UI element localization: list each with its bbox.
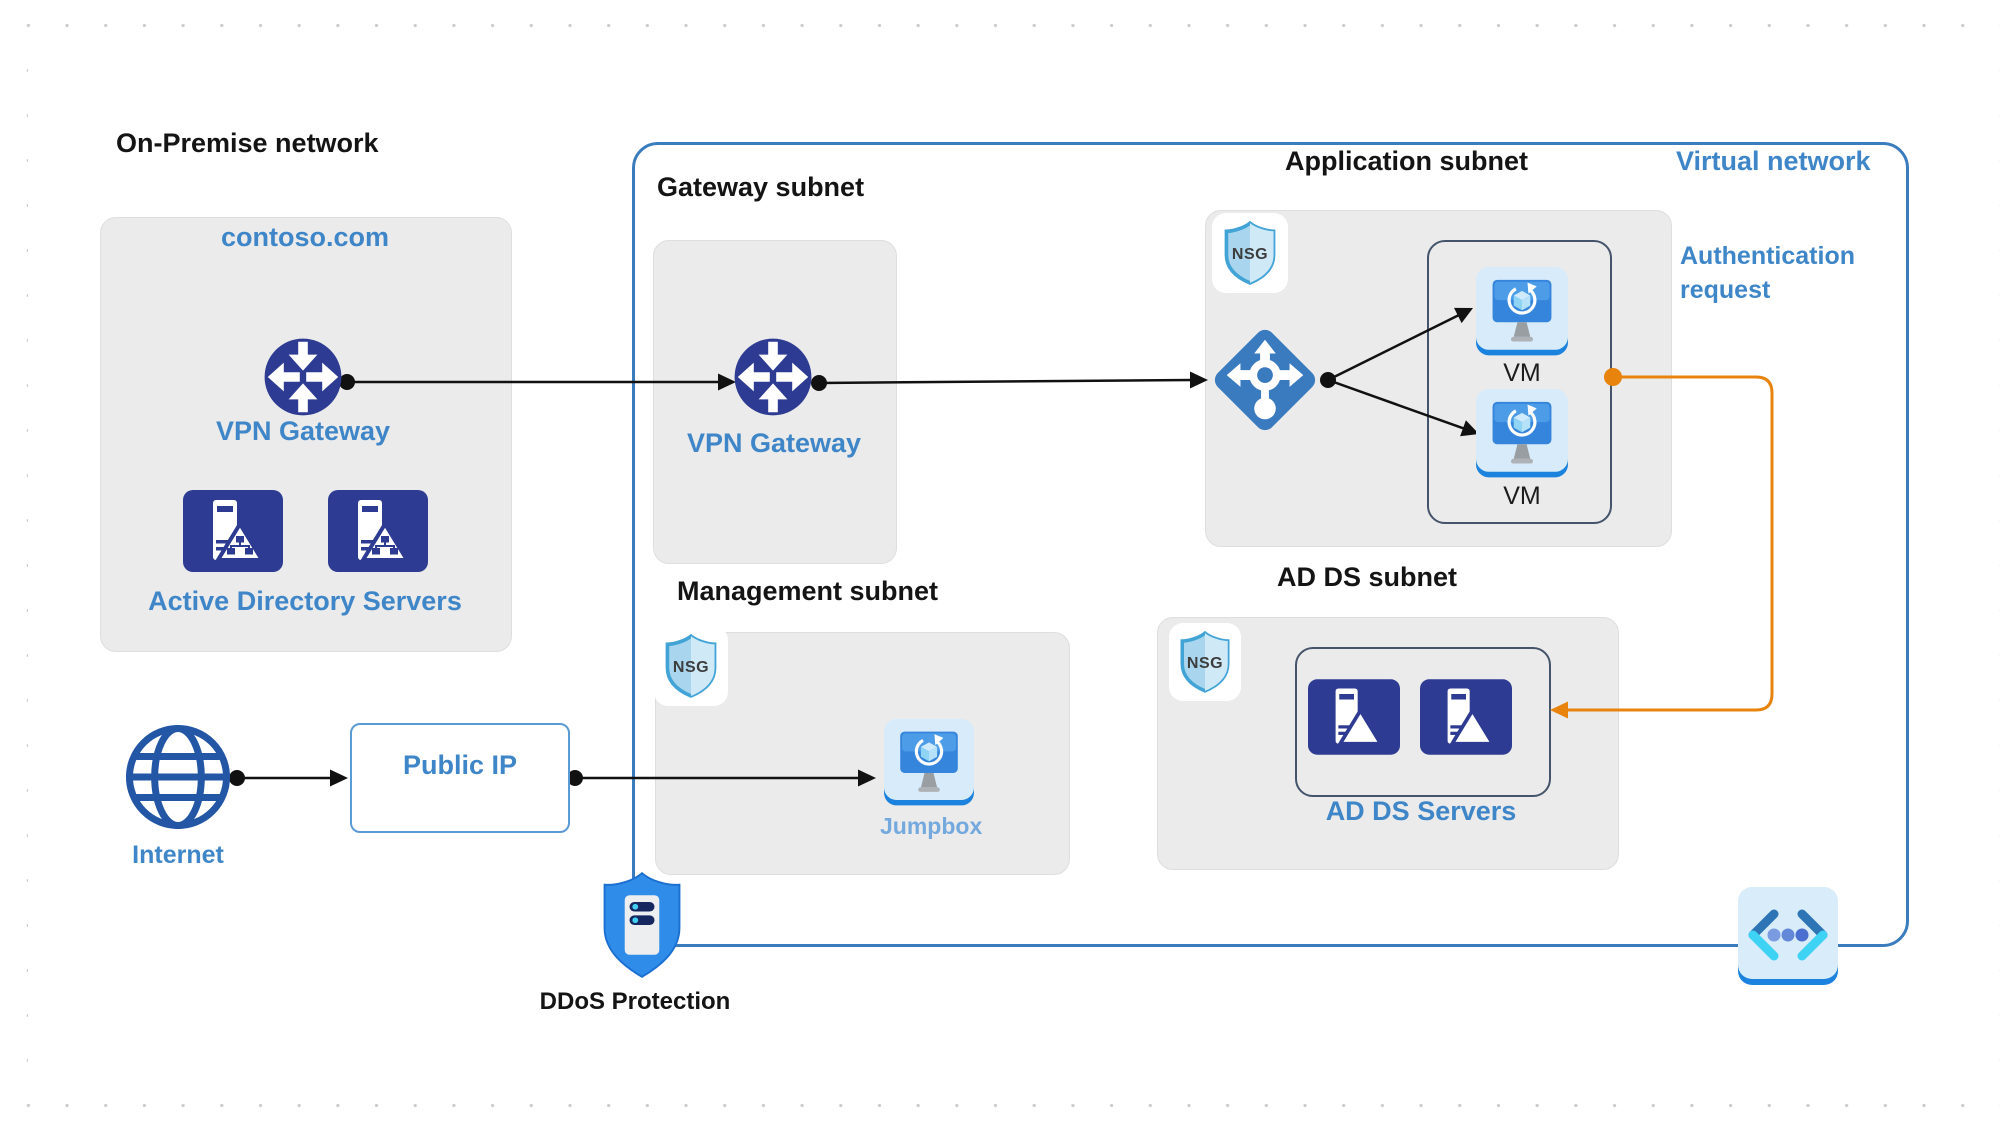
vpn-gateway-icon <box>734 338 812 416</box>
virtual-network-icon <box>1738 887 1838 985</box>
public-ip-node: Public IP <box>350 723 570 833</box>
jumpbox-label: Jumpbox <box>880 813 983 839</box>
vpn-gateway-icon <box>264 338 342 416</box>
adds-server-group-box <box>1295 647 1551 797</box>
nsg-shield-icon <box>1180 630 1230 693</box>
ddos-protection-label: DDoS Protection <box>539 988 731 1015</box>
jumpbox-vm-icon <box>884 719 974 806</box>
public-ip-label: Public IP <box>402 750 518 780</box>
gateway-subnet-title: Gateway subnet <box>657 172 865 202</box>
load-balancer-icon <box>1214 329 1316 431</box>
virtual-network-boundary <box>632 142 1909 947</box>
contoso-domain-label: contoso.com <box>220 222 389 252</box>
onprem-contoso-box <box>100 217 512 652</box>
active-directory-server-icon <box>328 490 428 572</box>
internet-label: Internet <box>132 841 224 869</box>
ad-servers-label: Active Directory Servers <box>148 586 462 616</box>
ddos-protection-icon <box>603 871 681 978</box>
nsg-badge: NSG <box>1212 213 1288 293</box>
nsg-badge: NSG <box>654 626 728 706</box>
virtual-network-label: Virtual network <box>1676 146 1871 176</box>
nsg-label: NSG <box>1186 654 1224 672</box>
adds-subnet-title: AD DS subnet <box>1277 562 1458 592</box>
active-directory-server-icon <box>183 490 283 572</box>
internet-globe-icon <box>125 724 231 830</box>
nsg-label: NSG <box>1231 245 1269 263</box>
adds-server-icon <box>1420 679 1512 755</box>
onprem-title: On-Premise network <box>116 128 379 158</box>
nsg-shield-icon <box>1224 220 1276 285</box>
vm-icon <box>1476 389 1568 478</box>
auth-request-annotation: Authentication request <box>1680 242 1855 304</box>
nsg-label: NSG <box>672 658 710 676</box>
vm-icon <box>1476 267 1568 356</box>
adds-servers-label: AD DS Servers <box>1325 796 1517 826</box>
adds-server-icon <box>1308 679 1400 755</box>
vm-bottom-label: VM <box>1503 482 1541 510</box>
application-subnet-title: Application subnet <box>1285 146 1528 176</box>
onprem-vpn-gateway-label: VPN Gateway <box>215 416 391 446</box>
cloud-vpn-gateway-label: VPN Gateway <box>686 428 862 458</box>
nsg-badge: NSG <box>1169 623 1241 701</box>
vm-top-label: VM <box>1503 359 1541 387</box>
nsg-shield-icon <box>665 633 717 698</box>
management-subnet-title: Management subnet <box>677 576 939 606</box>
